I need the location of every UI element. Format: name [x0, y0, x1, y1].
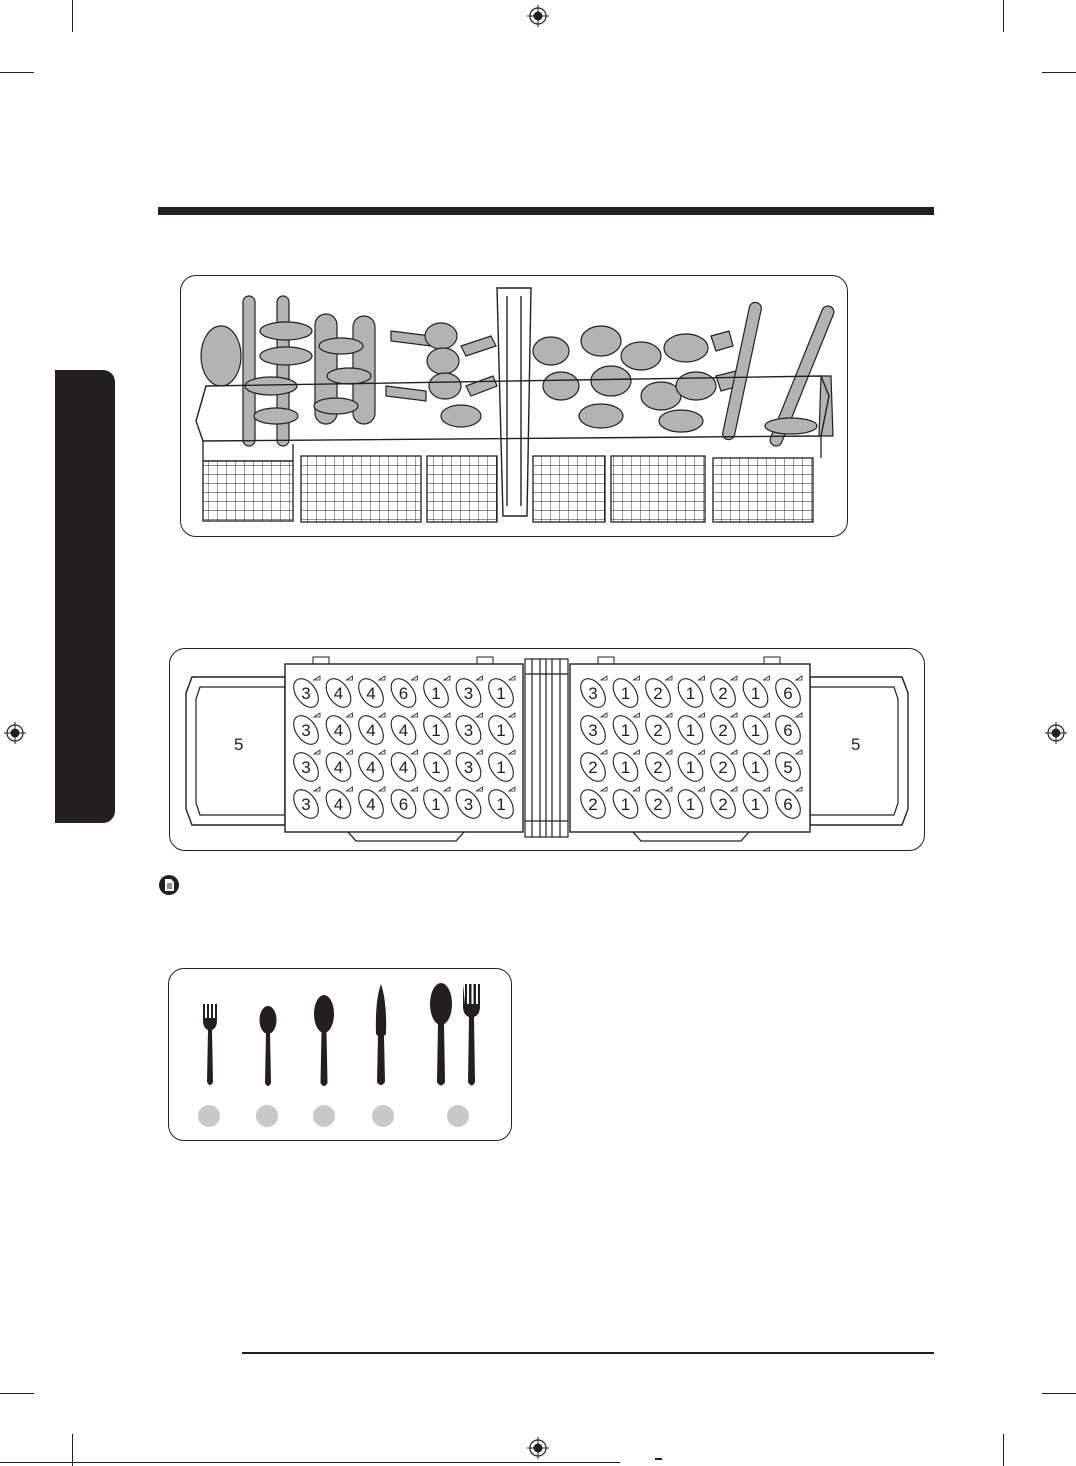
- right-panel-slot-number: 1: [621, 758, 630, 777]
- left-panel-slot-number: 1: [496, 684, 505, 703]
- right-panel-slot-number: 2: [653, 684, 662, 703]
- legend-dot-fork: [198, 1105, 220, 1127]
- knife-icon: [373, 982, 389, 1088]
- note-icon: [158, 874, 180, 896]
- spoon-icon: [257, 1005, 279, 1090]
- left-panel-slot-number: 1: [431, 795, 440, 814]
- header-rule: [158, 207, 934, 215]
- right-panel-slot-number: 3: [588, 684, 597, 703]
- left-panel-slot-number: 3: [464, 795, 473, 814]
- right-panel-slot-number: 1: [751, 721, 760, 740]
- right-panel-slot-number: 2: [718, 795, 727, 814]
- right-panel-slot-number: 1: [621, 684, 630, 703]
- right-panel-slot-number: 3: [588, 721, 597, 740]
- left-panel-slot-number: 6: [399, 795, 408, 814]
- left-panel-slot-number: 4: [334, 684, 343, 703]
- cutlery-legend: [168, 968, 512, 1141]
- right-panel-slot-number: 1: [686, 684, 695, 703]
- right-panel-slot-number: 2: [588, 758, 597, 777]
- bottom-bleed-line: [0, 1462, 620, 1463]
- right-zone-label: 5: [851, 735, 860, 754]
- left-panel-slot-number: 1: [496, 795, 505, 814]
- right-panel-slot-number: 6: [783, 721, 792, 740]
- right-panel-slot-number: 1: [621, 721, 630, 740]
- left-panel-slot-number: 6: [399, 684, 408, 703]
- right-panel-slot-number: 2: [653, 795, 662, 814]
- legend-dot-spoon: [256, 1105, 278, 1127]
- crop-mark-top-left-h: [0, 72, 34, 73]
- fork-icon: [199, 1002, 221, 1090]
- loaded-basket-illustration: [180, 275, 848, 537]
- footer-rule: [242, 1352, 934, 1354]
- left-panel-slot-number: 4: [334, 758, 343, 777]
- large-spoon-icon: [313, 994, 335, 1090]
- right-panel-slot-number: 1: [621, 795, 630, 814]
- left-panel-slot-number: 4: [366, 684, 375, 703]
- right-panel-slot-number: 1: [686, 758, 695, 777]
- right-panel-slot-number: 1: [751, 758, 760, 777]
- left-panel-slot-number: 4: [366, 795, 375, 814]
- cutlery-basket-drawing: [181, 276, 847, 536]
- crop-mark-top-right-h: [1042, 72, 1076, 73]
- registration-mark-top: [527, 5, 549, 27]
- left-panel-slot-number: 4: [399, 721, 408, 740]
- left-panel-slot-number: 3: [301, 721, 310, 740]
- right-panel-slot-number: 6: [783, 795, 792, 814]
- registration-mark-right: [1045, 722, 1067, 744]
- right-panel-slot-number: 2: [588, 795, 597, 814]
- left-panel-slot-number: 4: [366, 758, 375, 777]
- registration-mark-left: [4, 722, 26, 744]
- right-panel-slot-number: 6: [783, 684, 792, 703]
- left-panel-slot-number: 3: [464, 758, 473, 777]
- legend-dot-serving: [447, 1105, 469, 1127]
- left-panel-slot-number: 1: [431, 758, 440, 777]
- center-divider: [525, 659, 568, 837]
- footer-mark: [655, 1458, 662, 1460]
- right-panel-slot-number: 1: [751, 684, 760, 703]
- left-panel-slot-number: 4: [334, 795, 343, 814]
- left-panel-slot-number: 1: [496, 721, 505, 740]
- serving-spoon-and-fork-icon: [427, 982, 485, 1090]
- left-panel-slot-number: 3: [301, 795, 310, 814]
- right-panel-slot-number: 2: [718, 758, 727, 777]
- chapter-side-tab: [55, 370, 115, 823]
- right-panel-slot-number: 2: [653, 758, 662, 777]
- crop-mark-top-left-v: [72, 0, 73, 32]
- left-panel-slot-number: 4: [366, 721, 375, 740]
- left-panel-slot-number: 1: [431, 684, 440, 703]
- crop-mark-bottom-left-h: [0, 1393, 34, 1394]
- left-panel-slot-number: 3: [464, 684, 473, 703]
- registration-mark-bottom: [527, 1437, 549, 1459]
- legend-dot-large-spoon: [313, 1105, 335, 1127]
- legend-dot-knife: [372, 1105, 394, 1127]
- left-panel-slot-number: 1: [431, 721, 440, 740]
- right-panel-slot-number: 2: [718, 721, 727, 740]
- left-panel-slot-number: 3: [464, 721, 473, 740]
- crop-mark-bottom-right-h: [1042, 1393, 1076, 1394]
- basket-layout-diagram: 5 5 3 4 4 6 1 3 1 3 4 4 4 1 3 1 3 4 4 4 1 3 1 3 4 4 6 1 3 1 3 1 2 1 2 1 6…: [169, 648, 925, 851]
- right-panel-slot-number: 1: [686, 721, 695, 740]
- crop-mark-top-right-v: [1003, 0, 1004, 32]
- left-zone-label: 5: [234, 735, 243, 754]
- crop-mark-bottom-right-v: [1003, 1434, 1004, 1466]
- right-panel-slot-number: 1: [751, 795, 760, 814]
- right-panel-slot-number: 2: [653, 721, 662, 740]
- basket-layout-drawing: 5 5 3 4 4 6 1 3 1 3 4 4 4 1 3 1 3 4 4 4 1 3 1 3 4 4 6 1 3 1 3 1 2 1 2 1 6…: [170, 649, 924, 850]
- right-panel-slot-number: 1: [686, 795, 695, 814]
- left-panel-slot-number: 4: [334, 721, 343, 740]
- right-panel-slot-number: 2: [718, 684, 727, 703]
- left-panel-slot-number: 4: [399, 758, 408, 777]
- left-panel-slot-number: 1: [496, 758, 505, 777]
- left-panel-slot-number: 3: [301, 684, 310, 703]
- left-panel-slot-number: 3: [301, 758, 310, 777]
- right-panel-slot-number: 5: [783, 758, 792, 777]
